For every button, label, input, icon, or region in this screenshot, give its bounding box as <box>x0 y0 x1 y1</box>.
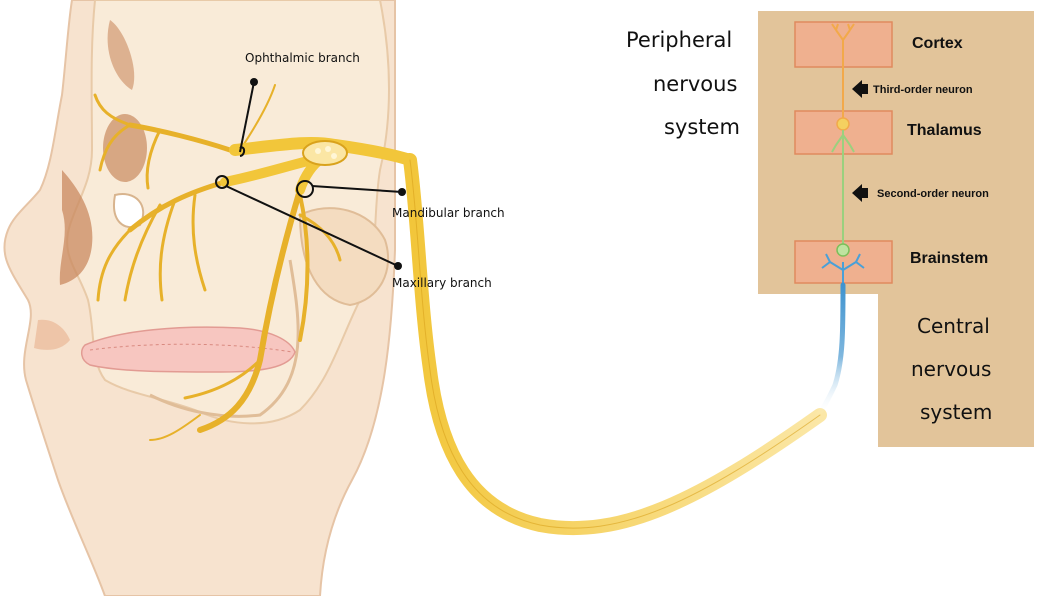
thalamus-label: Thalamus <box>907 122 982 140</box>
third-order-neuron-label: Third-order neuron <box>873 84 973 96</box>
spinal-tract <box>818 285 843 415</box>
ophthalmic-branch-label: Ophthalmic branch <box>245 51 360 65</box>
brainstem-soma <box>837 244 849 256</box>
maxillary-branch-label: Maxillary branch <box>392 276 492 290</box>
pns-label-line2: nervous <box>653 72 737 96</box>
trigeminal-ganglion <box>303 141 347 165</box>
pns-label-line3: system <box>664 115 740 139</box>
cns-label-line1: Central <box>917 314 990 338</box>
second-order-neuron-label: Second-order neuron <box>877 188 989 200</box>
ophthalmic-dot <box>250 78 258 86</box>
brainstem-label: Brainstem <box>910 250 988 268</box>
cns-label-line2: nervous <box>911 357 991 381</box>
head-illustration <box>4 0 395 596</box>
cortex-label: Cortex <box>912 35 963 53</box>
maxillary-dot <box>394 262 402 270</box>
pathway-panel <box>758 11 1034 447</box>
pns-label-line1: Peripheral <box>626 28 732 52</box>
mandibular-branch-label: Mandibular branch <box>392 206 505 220</box>
mandibular-dot <box>398 188 406 196</box>
thalamus-soma <box>837 118 849 130</box>
cns-label-line3: system <box>920 400 992 424</box>
